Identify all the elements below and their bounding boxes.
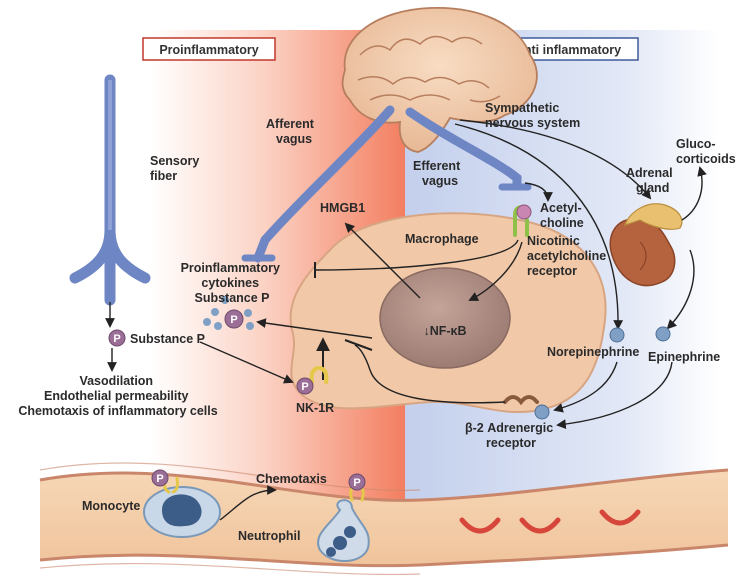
proinflammatory-header: Proinflammatory bbox=[159, 43, 258, 57]
epinephrine-dot bbox=[656, 327, 670, 341]
hmgb1-label: HMGB1 bbox=[320, 201, 365, 215]
nk1r-label: NK-1R bbox=[296, 401, 334, 415]
p-symbol: P bbox=[113, 333, 120, 345]
norepinephrine-label: Norepinephrine bbox=[547, 345, 639, 359]
chemotaxis-label: Chemotaxis bbox=[256, 472, 327, 486]
macrophage-label: Macrophage bbox=[405, 232, 479, 246]
p-symbol: P bbox=[301, 381, 308, 393]
monocyte-label: Monocyte bbox=[82, 499, 140, 513]
p-symbol: P bbox=[353, 477, 360, 489]
p-symbol: P bbox=[230, 314, 237, 326]
macrophage-nucleus bbox=[380, 268, 510, 368]
glucocorticoids-label: Gluco- corticoids bbox=[676, 137, 736, 166]
epinephrine-label: Epinephrine bbox=[648, 350, 720, 364]
neutrophil-label: Neutrophil bbox=[238, 529, 301, 543]
p-symbol: P bbox=[156, 473, 163, 485]
acetylcholine-label: Acetyl- choline bbox=[540, 201, 585, 230]
substance-p-label: Substance P bbox=[130, 332, 205, 346]
norepinephrine-dot bbox=[610, 328, 624, 342]
nfkb-label: ↓NF-κB bbox=[423, 324, 466, 338]
